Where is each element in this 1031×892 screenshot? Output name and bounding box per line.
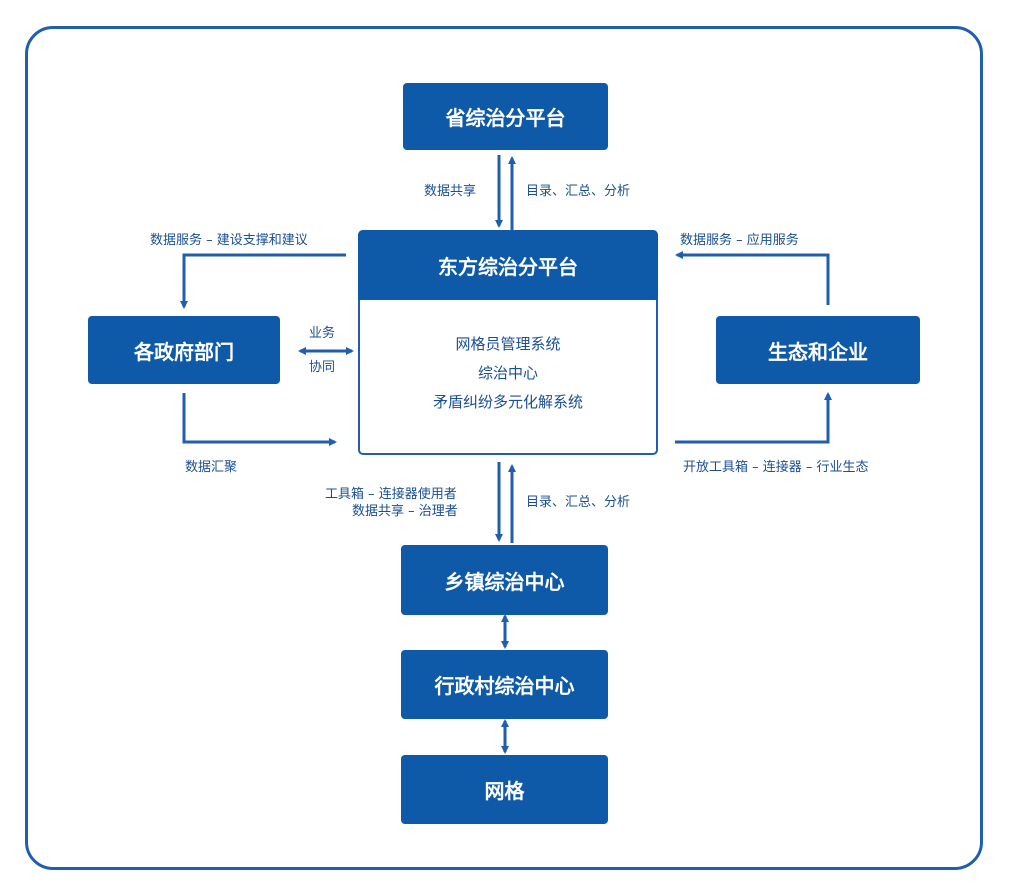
node-province-platform: 省综治分平台 — [403, 83, 608, 150]
label-data-service-right: 数据服务 – 应用服务 — [680, 233, 799, 248]
node-village-center: 行政村综治中心 — [401, 650, 608, 719]
label-biz: 业务 — [309, 326, 336, 341]
dongfang-title: 东方综治分平台 — [358, 230, 658, 300]
center-item-grid-staff: 网格员管理系统 — [455, 335, 561, 353]
node-township-center: 乡镇综治中心 — [401, 545, 608, 615]
label-catalog-top: 目录、汇总、分析 — [526, 184, 631, 199]
node-gov-departments: 各政府部门 — [88, 316, 280, 384]
node-eco-enterprise: 生态和企业 — [716, 316, 920, 384]
label-data-share-gov: 数据共享 – 治理者 — [352, 504, 458, 519]
label-tools-users: 工具箱 – 连接器使用者 — [325, 487, 457, 502]
label-data-share-top: 数据共享 — [424, 184, 477, 199]
center-item-dispute: 矛盾纠纷多元化解系统 — [432, 393, 583, 411]
center-item-zongzhi: 综治中心 — [477, 364, 538, 382]
label-data-service-left: 数据服务 – 建设支撑和建议 — [150, 233, 308, 248]
label-data-gather: 数据汇聚 — [185, 460, 238, 475]
arrow-data-service-left — [180, 253, 346, 309]
dongfang-systems: 网格员管理系统 综治中心 矛盾纠纷多元化解系统 — [360, 330, 656, 417]
arrow-data-gather — [182, 393, 337, 446]
diagram-frame — [25, 26, 983, 870]
arrow-open-tools — [675, 392, 832, 444]
node-grid: 网格 — [401, 755, 608, 824]
arrow-data-service-right — [675, 251, 830, 305]
label-open-tools: 开放工具箱 – 连接器 – 行业生态 — [683, 460, 869, 475]
label-collab: 协同 — [309, 360, 336, 375]
label-catalog-bottom: 目录、汇总、分析 — [526, 495, 631, 510]
node-dongfang-platform: 东方综治分平台 网格员管理系统 综治中心 矛盾纠纷多元化解系统 — [358, 230, 658, 455]
